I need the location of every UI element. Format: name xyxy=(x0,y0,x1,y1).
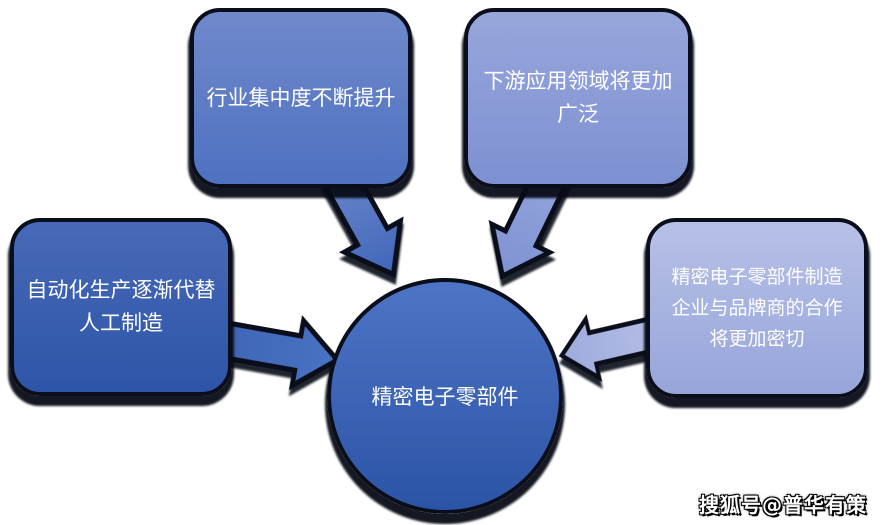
center-circle-precision-electronic-components: 精密电子零部件 xyxy=(327,278,563,514)
box-text-line: 行业集中度不断提升 xyxy=(206,85,396,110)
box-text-line: 企业与品牌商的合作 xyxy=(671,296,843,319)
arrow-right-to-center xyxy=(558,313,661,383)
watermark-sohu-account: 搜狐号@普华有策 xyxy=(699,493,867,517)
box-industry-concentration: 行业集中度不断提升 xyxy=(190,8,412,188)
box-text-line: 精密电子零部件制造 xyxy=(671,265,843,288)
box-downstream-applications: 下游应用领域将更加 广泛 xyxy=(464,8,692,188)
box-brand-cooperation: 精密电子零部件制造 企业与品牌商的合作 将更加密切 xyxy=(646,218,868,398)
box-text-line: 下游应用领域将更加 xyxy=(483,69,673,93)
box-text-line: 将更加密切 xyxy=(709,327,805,350)
box-automation-replaces-manual: 自动化生产逐渐代替 人工制造 xyxy=(10,218,232,396)
box-text-line: 人工制造 xyxy=(79,311,163,335)
center-label: 精密电子零部件 xyxy=(371,385,519,409)
box-text-line: 广泛 xyxy=(557,102,599,126)
box-text-line: 自动化生产逐渐代替 xyxy=(26,278,216,302)
